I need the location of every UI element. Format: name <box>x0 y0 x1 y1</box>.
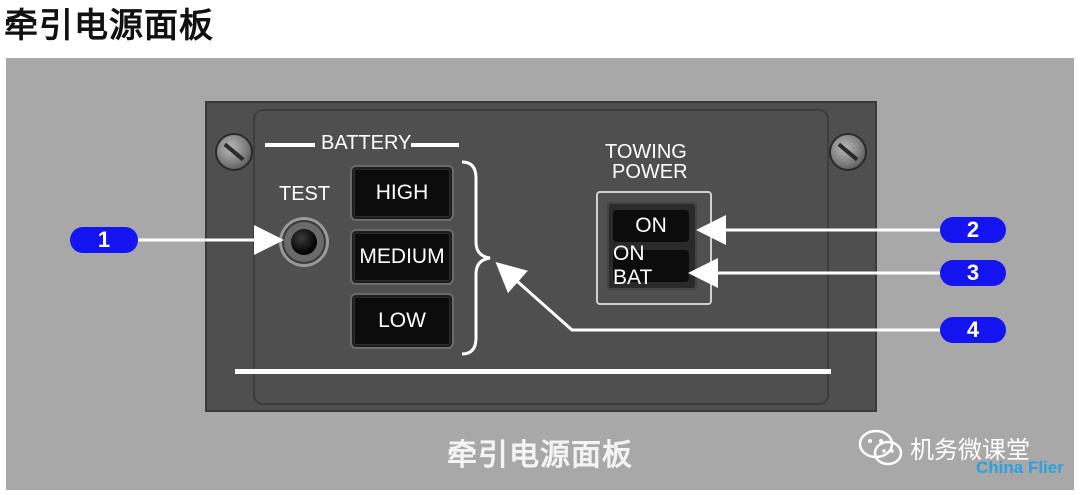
test-button-lens <box>291 229 317 255</box>
towing-on-light: ON <box>613 210 689 242</box>
towing-power-panel: BATTERY TEST HIGH MEDIUM LOW TOWING POWE… <box>205 101 877 412</box>
callout-2: 2 <box>940 217 1006 243</box>
wechat-icon <box>858 429 903 466</box>
figure-caption: 牵引电源面板 <box>447 438 633 473</box>
callout-1: 1 <box>70 227 138 253</box>
panel-inner-outline <box>253 109 829 405</box>
towing-power-label-line1: TOWING <box>605 141 687 163</box>
watermark-subtext: China Flier <box>976 458 1064 477</box>
left-screw-icon <box>215 133 253 171</box>
test-label: TEST <box>279 183 331 205</box>
battery-label-line-right <box>411 143 459 147</box>
battery-medium-button[interactable]: MEDIUM <box>352 231 452 283</box>
callout-4: 4 <box>940 317 1006 343</box>
watermark: 机务微课堂 China Flier <box>858 428 1080 484</box>
towing-on-bat-light: ON BAT <box>613 242 689 289</box>
panel-bottom-divider <box>235 369 831 374</box>
test-button[interactable] <box>282 220 326 264</box>
towing-power-switch-body[interactable]: ON ON BAT <box>607 202 697 290</box>
towing-power-label-line2: POWER <box>612 161 688 183</box>
battery-label-line-left <box>265 143 315 147</box>
battery-high-button[interactable]: HIGH <box>352 167 452 219</box>
battery-label: BATTERY <box>321 132 412 154</box>
callout-3: 3 <box>940 260 1006 286</box>
watermark-text: 机务微课堂 <box>910 436 1030 464</box>
right-screw-icon <box>829 133 867 171</box>
battery-low-button[interactable]: LOW <box>352 295 452 347</box>
page-title: 牵引电源面板 <box>4 6 214 46</box>
